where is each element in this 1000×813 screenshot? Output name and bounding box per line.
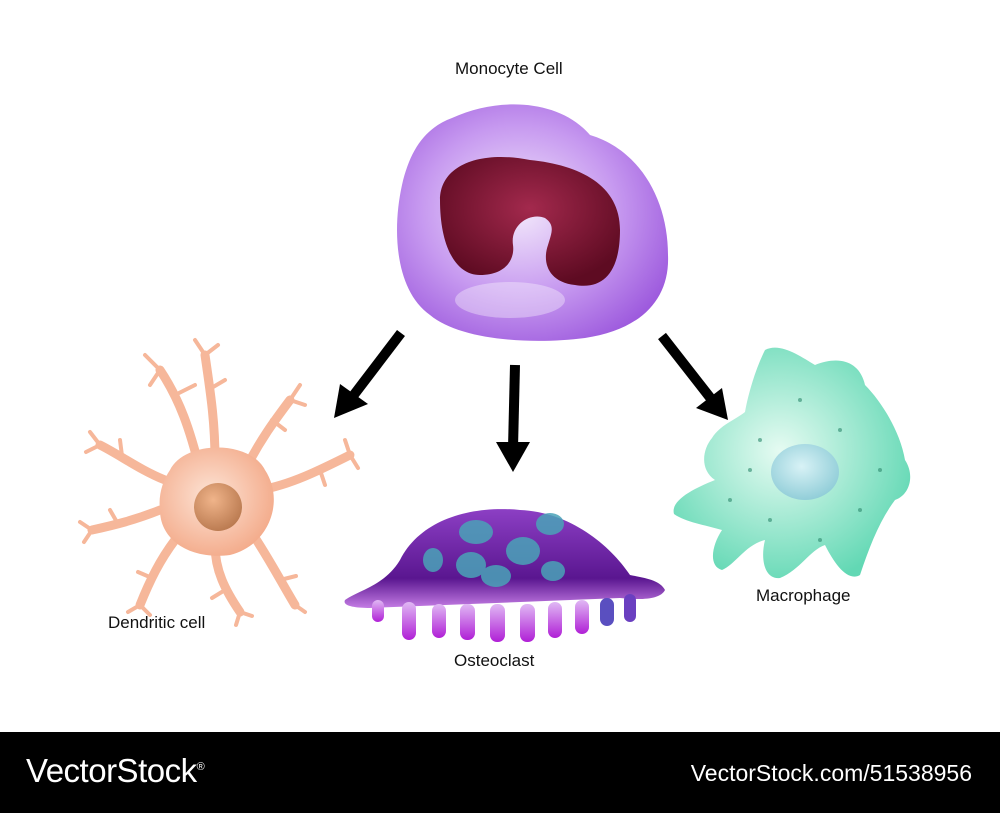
diagram-svg [78,104,911,642]
osteoclast-label: Osteoclast [454,651,535,670]
diagram: Monocyte Cell Dendritic cell Osteoclast … [78,59,911,670]
osteoclast-ruffled-border [372,594,636,642]
osteoclast-nuclei [423,513,565,587]
monocyte-label: Monocyte Cell [455,59,563,78]
arrow-to-macrophage [658,332,728,420]
watermark-reference: VectorStock.com/51538956 [690,760,972,786]
osteoclast-illustration [344,509,665,642]
dendritic-nucleus [194,483,242,531]
dendritic-cell-label: Dendritic cell [108,613,206,632]
arrow-to-osteoclast [496,364,530,472]
monocyte-nucleus [440,156,620,286]
dendritic-cell-illustration [78,338,360,627]
watermark-footer: VectorStock® VectorStock.com/51538956 [0,732,1000,813]
macrophage-label: Macrophage [756,586,851,605]
monocyte-cell-illustration [397,104,669,341]
macrophage-nucleus [771,444,839,500]
macrophage-granules [728,398,882,542]
arrow-to-dendritic [334,329,405,418]
watermark-brand-name: VectorStock [26,752,197,789]
macrophage-illustration [673,347,911,579]
watermark-brand: VectorStock® [26,752,205,790]
registered-mark: ® [196,761,205,773]
